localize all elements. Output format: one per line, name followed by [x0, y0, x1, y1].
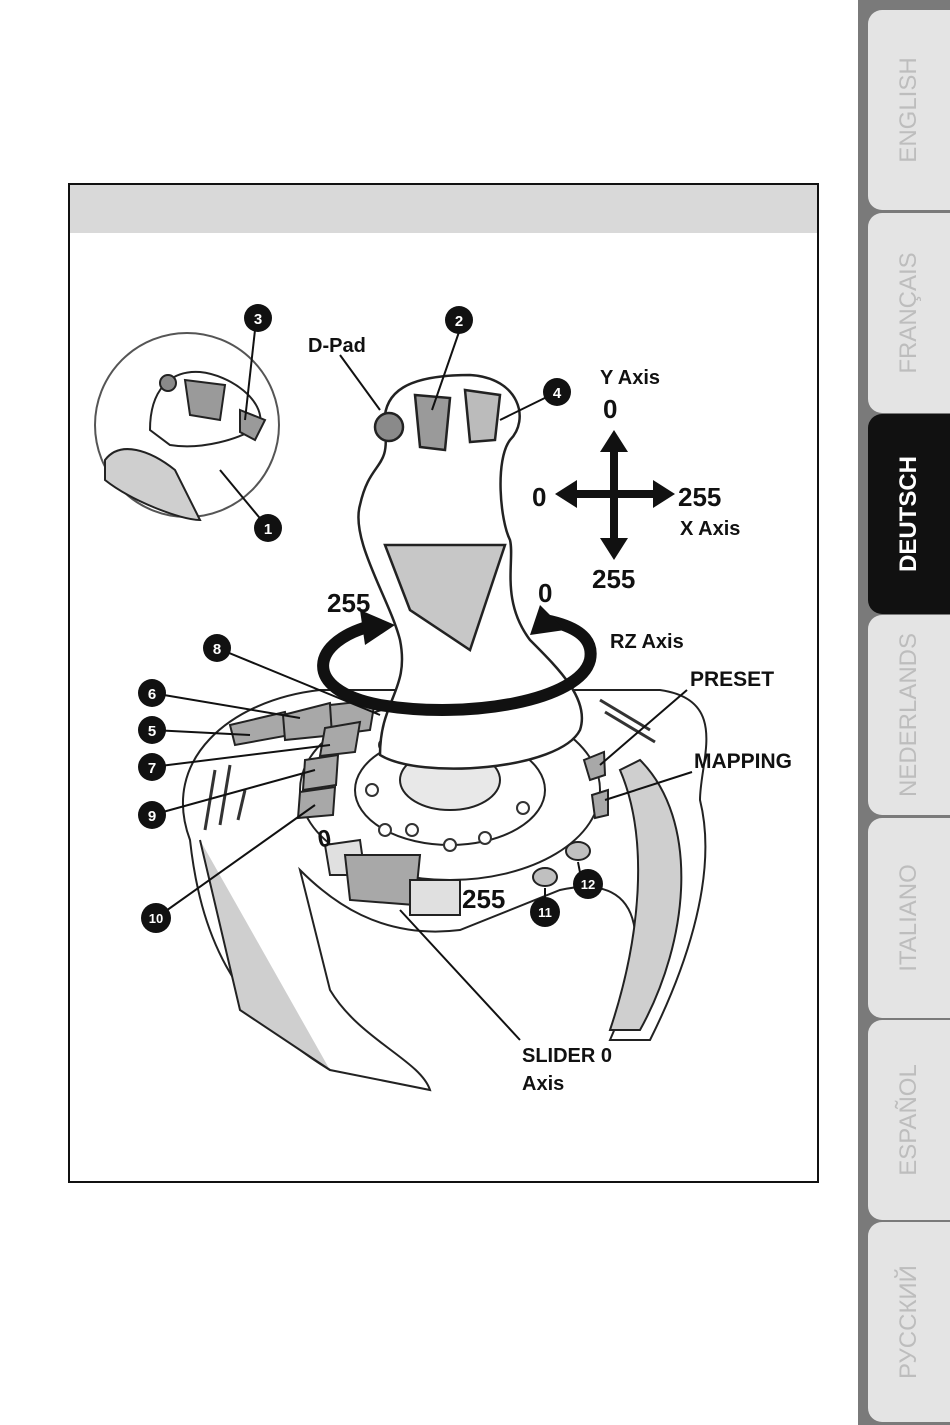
y-arrow-up: [600, 430, 628, 452]
mapping-label: MAPPING: [694, 750, 792, 773]
callout-7: 7: [138, 753, 166, 781]
rz-min-label: 255: [327, 588, 370, 618]
y-arrow-down: [600, 538, 628, 560]
svg-text:6: 6: [148, 686, 156, 703]
callout-12: 12: [573, 869, 603, 899]
svg-text:3: 3: [254, 311, 262, 328]
tab-label: ITALIANO: [895, 864, 923, 972]
x-arrow-left: [555, 480, 577, 508]
tab-label: ESPAÑOL: [895, 1064, 923, 1176]
rz-max-label: 0: [538, 578, 552, 608]
tab-italiano[interactable]: ITALIANO: [868, 818, 950, 1018]
y-axis-label: Y Axis: [600, 367, 660, 389]
callout-5: 5: [138, 716, 166, 744]
slider-axis-label-line2: Axis: [522, 1073, 564, 1095]
callout-6: 6: [138, 679, 166, 707]
x-axis-max: 255: [678, 482, 721, 512]
tab-label: ENGLISH: [895, 57, 923, 162]
x-arrow-right: [653, 480, 675, 508]
callout-1: 1: [254, 514, 282, 542]
tab-english[interactable]: ENGLISH: [868, 10, 950, 210]
callout-4: 4: [543, 378, 571, 406]
callout-11: 11: [530, 897, 560, 927]
tab-nederlands[interactable]: NEDERLANDS: [868, 615, 950, 815]
xy-axis-cross: [565, 440, 665, 550]
svg-text:9: 9: [148, 808, 156, 825]
tab-label: FRANÇAIS: [895, 252, 923, 373]
x-axis-label: X Axis: [680, 518, 740, 540]
callout-2: 2: [445, 306, 473, 334]
callout-10: 10: [141, 903, 171, 933]
slider-axis-label-line1: SLIDER 0: [522, 1045, 612, 1067]
dpad-label: D-Pad: [308, 335, 366, 357]
svg-text:7: 7: [148, 760, 156, 777]
svg-text:1: 1: [264, 521, 272, 538]
svg-text:10: 10: [149, 911, 163, 926]
svg-text:11: 11: [538, 905, 552, 920]
y-axis-min: 0: [603, 394, 617, 424]
callout-3: 3: [244, 304, 272, 332]
slider-max-label: 255: [462, 884, 505, 914]
callout-8: 8: [203, 634, 231, 662]
tab-label: РУССКИЙ: [895, 1265, 923, 1379]
y-axis-max: 255: [592, 564, 635, 594]
svg-text:2: 2: [455, 313, 463, 330]
svg-text:5: 5: [148, 723, 156, 740]
tab-espanol[interactable]: ESPAÑOL: [868, 1020, 950, 1220]
svg-text:4: 4: [553, 385, 562, 402]
tab-russian[interactable]: РУССКИЙ: [868, 1222, 950, 1422]
preset-label: PRESET: [690, 668, 774, 691]
tab-label: NEDERLANDS: [895, 633, 923, 797]
tab-label: DEUTSCH: [895, 456, 923, 572]
tab-francais[interactable]: FRANÇAIS: [868, 213, 950, 413]
tab-deutsch[interactable]: DEUTSCH: [868, 414, 950, 614]
svg-text:8: 8: [213, 641, 221, 658]
x-axis-min: 0: [532, 482, 546, 512]
language-tab-strip: ENGLISH FRANÇAIS DEUTSCH NEDERLANDS ITAL…: [858, 0, 950, 1425]
rz-axis-label: RZ Axis: [610, 631, 684, 653]
callout-9: 9: [138, 801, 166, 829]
svg-text:12: 12: [581, 877, 595, 892]
